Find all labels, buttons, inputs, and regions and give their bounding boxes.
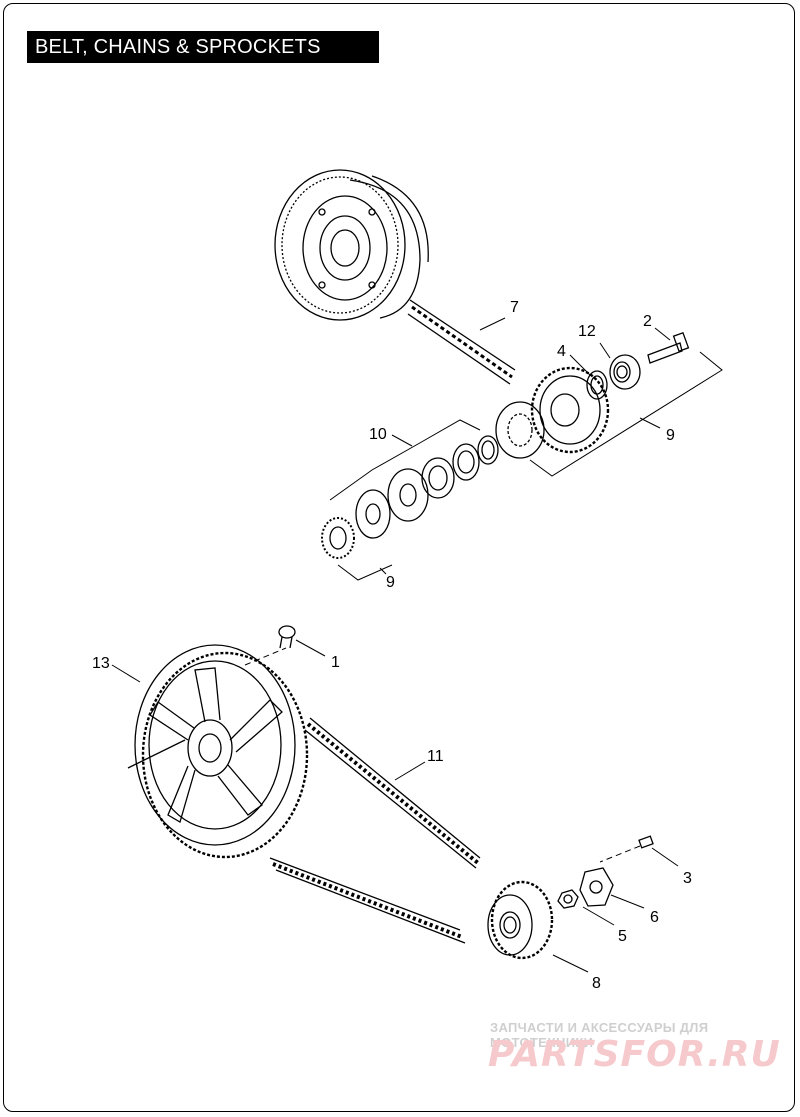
watermark-tagline: ЗАПЧАСТИ И АКСЕССУАРЫ ДЛЯ МОТОТЕХНИКИ (490, 1020, 709, 1050)
compensator-cam-drawing (495, 401, 545, 459)
bearing-12-drawing (609, 354, 641, 390)
leader-dashed-1 (244, 647, 287, 666)
transmission-sprocket-drawing (487, 880, 554, 960)
callout-8: 8 (592, 975, 601, 992)
page-frame (3, 3, 795, 1112)
callout-9-upper: 9 (666, 427, 675, 444)
callout-12: 12 (578, 323, 596, 340)
screw-1-drawing (278, 625, 296, 649)
sliding-cam-drawing (321, 517, 355, 559)
rear-pulley-drawing (127, 644, 309, 859)
washer-4-drawing (586, 370, 608, 400)
upper-leader-lines (329, 317, 723, 581)
clutch-shell-drawing (274, 169, 429, 321)
callout-labels: 1 2 3 4 5 6 7 8 9 9 10 11 12 13 (92, 299, 692, 992)
callout-10: 10 (369, 426, 387, 443)
page-title: BELT, CHAINS & SPROCKETS (27, 31, 379, 63)
lower-leader-lines (552, 847, 679, 973)
callout-13: 13 (92, 655, 110, 672)
callout-6: 6 (650, 909, 659, 926)
callout-9-lower: 9 (386, 574, 395, 591)
compensator-sprocket-drawing (530, 366, 610, 454)
leader-1 (295, 639, 326, 657)
callout-3: 3 (683, 870, 692, 887)
callout-4: 4 (557, 343, 566, 360)
callout-11: 11 (427, 748, 444, 765)
primary-chain-drawing (407, 299, 516, 385)
callout-2: 2 (643, 313, 652, 330)
watermark-brand: PARTSFOR.RU (488, 1034, 781, 1075)
leader-13 (111, 664, 141, 683)
screw-3-drawing (599, 835, 654, 863)
nut-5-drawing (557, 889, 579, 909)
lockplate-6-drawing (579, 867, 614, 907)
callout-1: 1 (331, 654, 340, 671)
drive-belt-drawing (269, 717, 481, 944)
callout-5: 5 (618, 928, 627, 945)
spring-washers-drawing (355, 435, 499, 539)
callout-7: 7 (510, 299, 519, 316)
bolt-2-drawing (647, 331, 690, 364)
